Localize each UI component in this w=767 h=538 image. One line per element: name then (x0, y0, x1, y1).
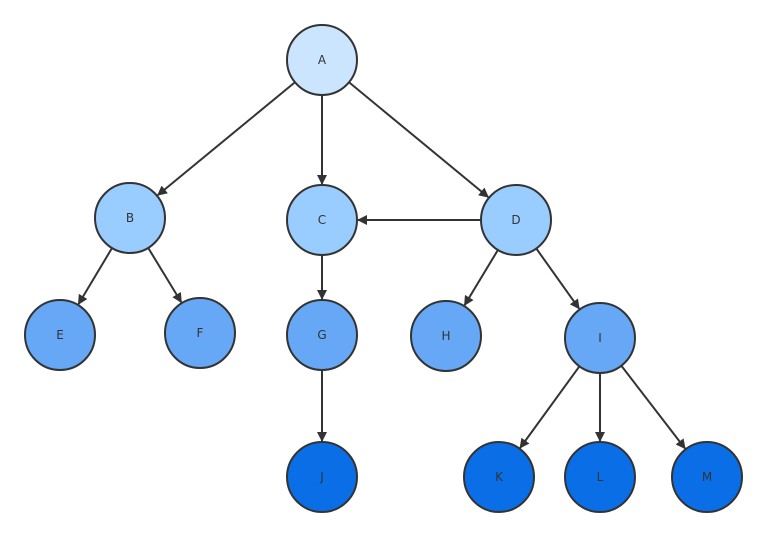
node-circle (286, 24, 358, 96)
node-i: I (564, 302, 636, 374)
nodes-layer: A B C D E F G H I J K L M (24, 24, 743, 513)
node-label: A (318, 53, 327, 67)
edge-d-h (463, 249, 499, 307)
node-circle (164, 297, 236, 369)
node-label: K (495, 470, 504, 484)
node-circle (463, 441, 535, 513)
node-g: G (286, 299, 358, 371)
edge-d-i (535, 247, 580, 310)
node-label: M (702, 470, 712, 484)
edges-layer (77, 81, 686, 450)
node-a: A (286, 24, 358, 96)
node-label: L (597, 470, 604, 484)
edge-a-d (348, 81, 489, 198)
node-circle (480, 184, 552, 256)
node-circle (564, 441, 636, 513)
node-label: G (317, 328, 326, 342)
node-label: C (318, 213, 326, 227)
node-circle (671, 441, 743, 513)
edge-i-m (620, 365, 686, 450)
node-circle (286, 299, 358, 371)
edge-i-k (519, 365, 581, 449)
node-d: D (480, 184, 552, 256)
node-circle (286, 441, 358, 513)
node-circle (286, 184, 358, 256)
edge-b-e (77, 247, 113, 305)
node-b: B (94, 182, 166, 254)
node-j: J (286, 441, 358, 513)
node-circle (410, 300, 482, 372)
node-label: J (319, 470, 324, 484)
edge-a-b (157, 81, 296, 196)
node-label: E (56, 328, 64, 342)
node-c: C (286, 184, 358, 256)
node-label: D (511, 213, 520, 227)
node-f: F (164, 297, 236, 369)
node-label: I (598, 331, 602, 345)
node-circle (24, 299, 96, 371)
node-circle (94, 182, 166, 254)
node-label: F (197, 326, 204, 340)
node-label: H (441, 329, 450, 343)
edge-b-f (147, 247, 183, 304)
node-label: B (126, 211, 134, 225)
node-k: K (463, 441, 535, 513)
node-m: M (671, 441, 743, 513)
node-h: H (410, 300, 482, 372)
node-e: E (24, 299, 96, 371)
node-l: L (564, 441, 636, 513)
node-circle (564, 302, 636, 374)
